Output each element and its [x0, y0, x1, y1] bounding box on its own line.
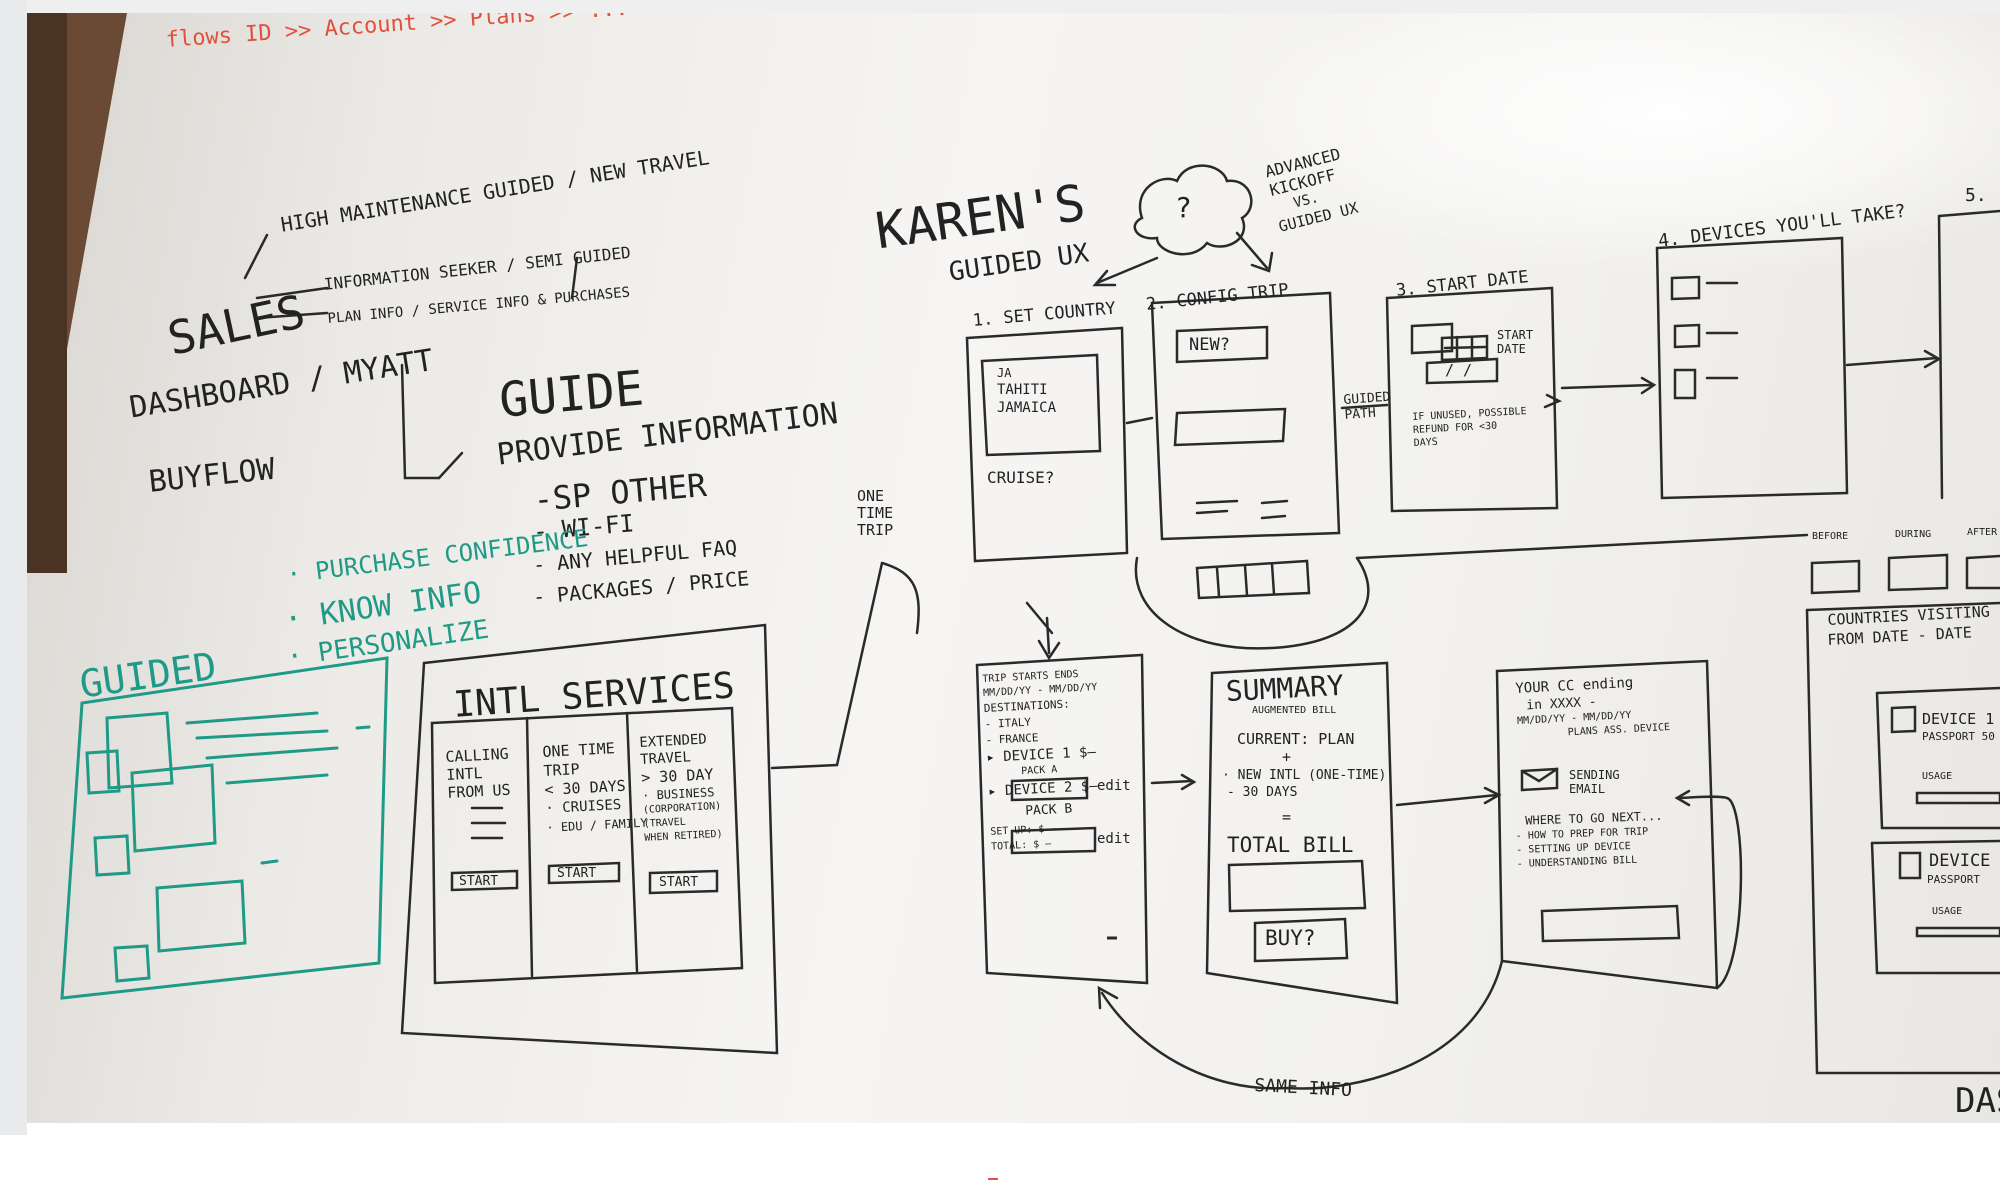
sending-email-line: EMAIL [1569, 782, 1620, 796]
dashboard-label: DAS [1955, 1081, 2000, 1121]
sending-email-note: SENDING EMAIL [1569, 768, 1620, 796]
country-list: JA TAHITI JAMAICA [997, 365, 1056, 417]
cruise-question: CRUISE? [987, 468, 1054, 487]
summary-title: SUMMARY [1225, 669, 1345, 708]
thirty-days-line: - 30 DAYS [1227, 785, 1297, 800]
intl-col-calling-line: FROM US [447, 781, 511, 802]
dashboard-passport-2: PASSPORT [1927, 873, 1980, 886]
where-next-sketch: WHERE TO GO NEXT... - HOW TO PREP FOR TR… [1515, 808, 1664, 872]
plus-sign: + [1282, 748, 1291, 766]
start-button-sketch: START [459, 874, 498, 889]
top-edge-strip [27, 0, 2000, 13]
trip-review-sketch: TRIP STARTS ENDS MM/DD/YY - MM/DD/YY DES… [982, 667, 1106, 855]
country-item: JA [997, 365, 1056, 381]
tab-during-label: DURING [1895, 529, 1931, 540]
dashboard-passport-1: PASSPORT 50 [1922, 730, 1995, 743]
dashboard-device-2: DEVICE [1929, 851, 1990, 871]
dashboard-device-1: DEVICE 1 [1922, 710, 1994, 728]
confirmation-sketch: YOUR CC ending in XXXX - MM/DD/YY - MM/D… [1515, 673, 1670, 743]
intl-col-calling: CALLING INTL FROM US [445, 745, 511, 802]
dashboard-usage-2: USAGE [1932, 906, 1962, 917]
red-mark [988, 1178, 998, 1180]
tab-before-label: BEFORE [1812, 531, 1848, 542]
intl-col-one-time: ONE TIME TRIP < 30 DAYS · CRUISES · EDU … [542, 738, 648, 838]
start-date-label: START DATE [1497, 328, 1533, 356]
whiteboard-photo: flows ID >> Account >> Plans >> ... SALE… [27, 13, 2000, 1123]
dashboard-usage-1: USAGE [1922, 771, 1952, 782]
new-intl-line: · NEW INTL (ONE-TIME) [1222, 768, 1386, 783]
one-time-trip-line: ONE [857, 488, 893, 505]
buy-button-sketch: BUY? [1265, 926, 1316, 950]
guided-path-note: GUIDED PATH [1343, 390, 1392, 423]
total-bill-label: TOTAL BILL [1227, 833, 1353, 857]
refund-note: IF UNUSED, POSSIBLE REFUND FOR <30 DAYS [1412, 405, 1528, 450]
step-5-label: 5. [1965, 185, 1987, 206]
edit-link-sketch: edit [1097, 831, 1131, 847]
start-date-line: DATE [1497, 342, 1533, 356]
date-field-sketch: / / [1445, 361, 1472, 379]
current-plan-line: CURRENT: PLAN [1237, 730, 1354, 748]
country-item: JAMAICA [997, 399, 1056, 417]
one-time-trip-line: TIME [857, 505, 893, 522]
question-mark-cloud: ? [1175, 191, 1192, 224]
country-item: TAHITI [997, 381, 1056, 399]
new-question: NEW? [1189, 335, 1230, 355]
left-edge-strip [0, 0, 27, 1135]
start-button-sketch: START [557, 866, 596, 881]
start-date-line: START [1497, 328, 1533, 342]
sending-email-line: SENDING [1569, 768, 1620, 782]
one-time-trip-line: TRIP [857, 522, 893, 539]
start-button-sketch: START [659, 875, 698, 890]
intl-col-extended: EXTENDED TRAVEL > 30 DAY · BUSINESS (COR… [639, 731, 723, 846]
edit-link-sketch: edit [1097, 778, 1131, 794]
intl-col-calling-line: CALLING [445, 745, 509, 766]
summary-subtitle: AUGMENTED BILL [1252, 705, 1336, 716]
equals-sign: = [1282, 808, 1291, 826]
tab-after-label: AFTER [1967, 527, 1997, 538]
one-time-trip-note: ONE TIME TRIP [857, 488, 893, 539]
